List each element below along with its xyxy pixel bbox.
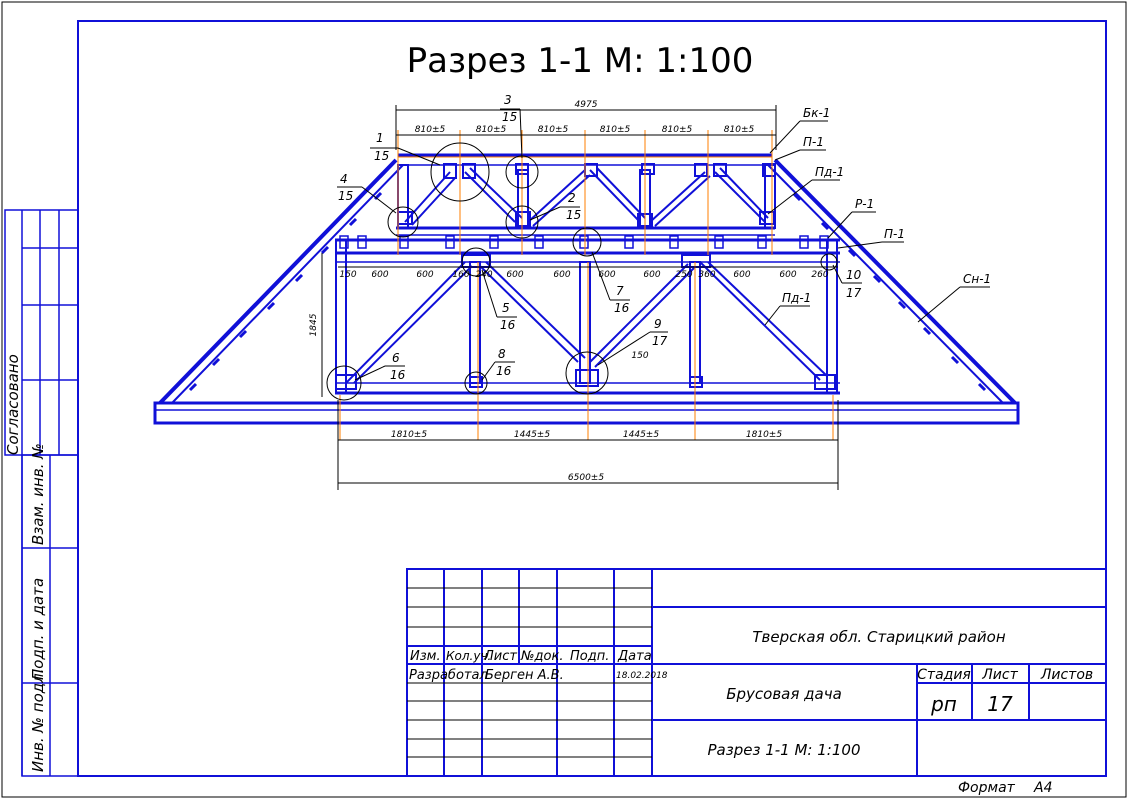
format-label: Формат: [958, 780, 1016, 796]
truss-structure: [153, 153, 1020, 425]
dim-mid-9: 600: [643, 270, 660, 280]
callout-8-sheet: 16: [496, 364, 512, 378]
callout-6-num: 6: [392, 351, 400, 365]
dim-mid-8: 600: [598, 270, 615, 280]
stamp-podp-data: Подп. и дата: [29, 578, 47, 680]
dim-mid-5: 240: [475, 270, 492, 280]
dim-top-3: 810±5: [538, 125, 569, 135]
dim-mid-11: 360: [698, 270, 715, 280]
label-r1: Р-1: [855, 197, 874, 211]
callout-1-num: 1: [376, 131, 384, 145]
dim-bottom-4: 1810±5: [746, 430, 782, 440]
label-sn1: Сн-1: [963, 272, 991, 286]
callout-7-num: 7: [616, 284, 624, 298]
dim-mid-4: 160: [452, 270, 469, 280]
callout-texts: 1 15 3 15 4 15 2 15 5 16 6 16 8 16 7 16 …: [338, 93, 991, 382]
stamp-vzam-inv: Взам. инв. №: [29, 443, 47, 545]
tb-header-ndok: №док.: [520, 649, 563, 664]
callout-5-sheet: 16: [500, 318, 516, 332]
dimension-texts: 4975 810±5 810±5 810±5 810±5 810±5 810±5…: [309, 100, 829, 483]
label-p1-mid: П-1: [884, 227, 905, 241]
format-value: А4: [1033, 780, 1052, 796]
tb-header-izm: Изм.: [410, 649, 441, 664]
dim-mid-12: 600: [733, 270, 750, 280]
tb-sheet-title: Разрез 1-1 М: 1:100: [708, 741, 861, 759]
dim-height: 1845: [309, 313, 319, 336]
tb-sheets-label: Листов: [1040, 667, 1093, 683]
dim-bottom-3: 1445±5: [623, 430, 659, 440]
dim-bottom-2: 1445±5: [514, 430, 550, 440]
tb-developed-label: Разработал: [409, 668, 488, 683]
callout-2-sheet: 15: [566, 208, 581, 222]
callout-9-num: 9: [654, 317, 662, 331]
tb-object: Брусовая дача: [726, 685, 842, 703]
label-bk1: Бк-1: [803, 106, 830, 120]
callout-4-sheet: 15: [338, 189, 353, 203]
tb-developer: Берген А.В.: [485, 668, 564, 683]
callout-leaders: [337, 108, 990, 381]
callout-2-num: 2: [568, 191, 576, 205]
axis-lines: [339, 130, 834, 440]
callout-7-sheet: 16: [614, 301, 630, 315]
callout-4-num: 4: [340, 172, 348, 186]
tb-header-kolvo: Кол.уч.: [446, 649, 491, 663]
tb-header-list: Лист: [483, 649, 517, 664]
label-pd1-top: Пд-1: [815, 165, 844, 179]
callout-3-num: 3: [504, 93, 512, 107]
tb-stage-label: Стадия: [917, 667, 971, 683]
label-p1-top: П-1: [803, 135, 824, 149]
dim-mid-10: 250: [675, 270, 692, 280]
tb-location: Тверская обл. Старицкий район: [752, 628, 1005, 646]
dim-mid-6: 600: [506, 270, 523, 280]
side-stamp: [4, 209, 79, 777]
dim-top-6: 810±5: [724, 125, 755, 135]
tb-stage-value: рп: [930, 692, 957, 716]
dim-mid-2: 600: [371, 270, 388, 280]
callout-1-sheet: 15: [374, 149, 389, 163]
tb-sheet-number: 17: [987, 692, 1013, 716]
callout-10-num: 10: [846, 268, 862, 282]
dim-bottom-total: 6500±5: [568, 473, 604, 483]
callout-9-sheet: 17: [652, 334, 668, 348]
dim-top-5: 810±5: [662, 125, 693, 135]
dim-bottom-1: 1810±5: [391, 430, 427, 440]
stamp-inv-podl: Инв. № подл.: [29, 669, 47, 772]
dim-mid-7: 600: [553, 270, 570, 280]
dim-top-2: 810±5: [476, 125, 507, 135]
dim-mid-3: 600: [416, 270, 433, 280]
dim-small-150: 150: [631, 351, 648, 361]
callout-10-sheet: 17: [846, 286, 862, 300]
callout-5-num: 5: [502, 301, 510, 315]
dimension-lines: [321, 105, 839, 490]
dim-mid-13: 600: [779, 270, 796, 280]
title-block-grid: [406, 568, 1107, 777]
dim-top-total: 4975: [575, 100, 598, 110]
callout-3-sheet: 15: [502, 110, 517, 124]
tb-sheet-label: Лист: [981, 667, 1018, 683]
label-pd1-mid: Пд-1: [782, 291, 811, 305]
dim-mid-1: 150: [339, 270, 356, 280]
tb-header-podp: Подп.: [570, 649, 609, 664]
dim-mid-14: 260: [811, 270, 828, 280]
title-block-texts: Изм. Кол.уч. Лист №док. Подп. Дата Разра…: [409, 628, 1093, 759]
tb-date: 18.02.2018: [616, 671, 668, 681]
tb-header-data: Дата: [617, 649, 652, 664]
dim-top-4: 810±5: [600, 125, 631, 135]
stamp-soglasovano: Согласовано: [4, 354, 22, 455]
callout-6-sheet: 16: [390, 368, 406, 382]
title-block-thin-lines: [407, 587, 652, 758]
callout-8-num: 8: [498, 347, 506, 361]
drawing-title: Разрез 1-1 М: 1:100: [407, 41, 754, 81]
dim-top-1: 810±5: [415, 125, 446, 135]
